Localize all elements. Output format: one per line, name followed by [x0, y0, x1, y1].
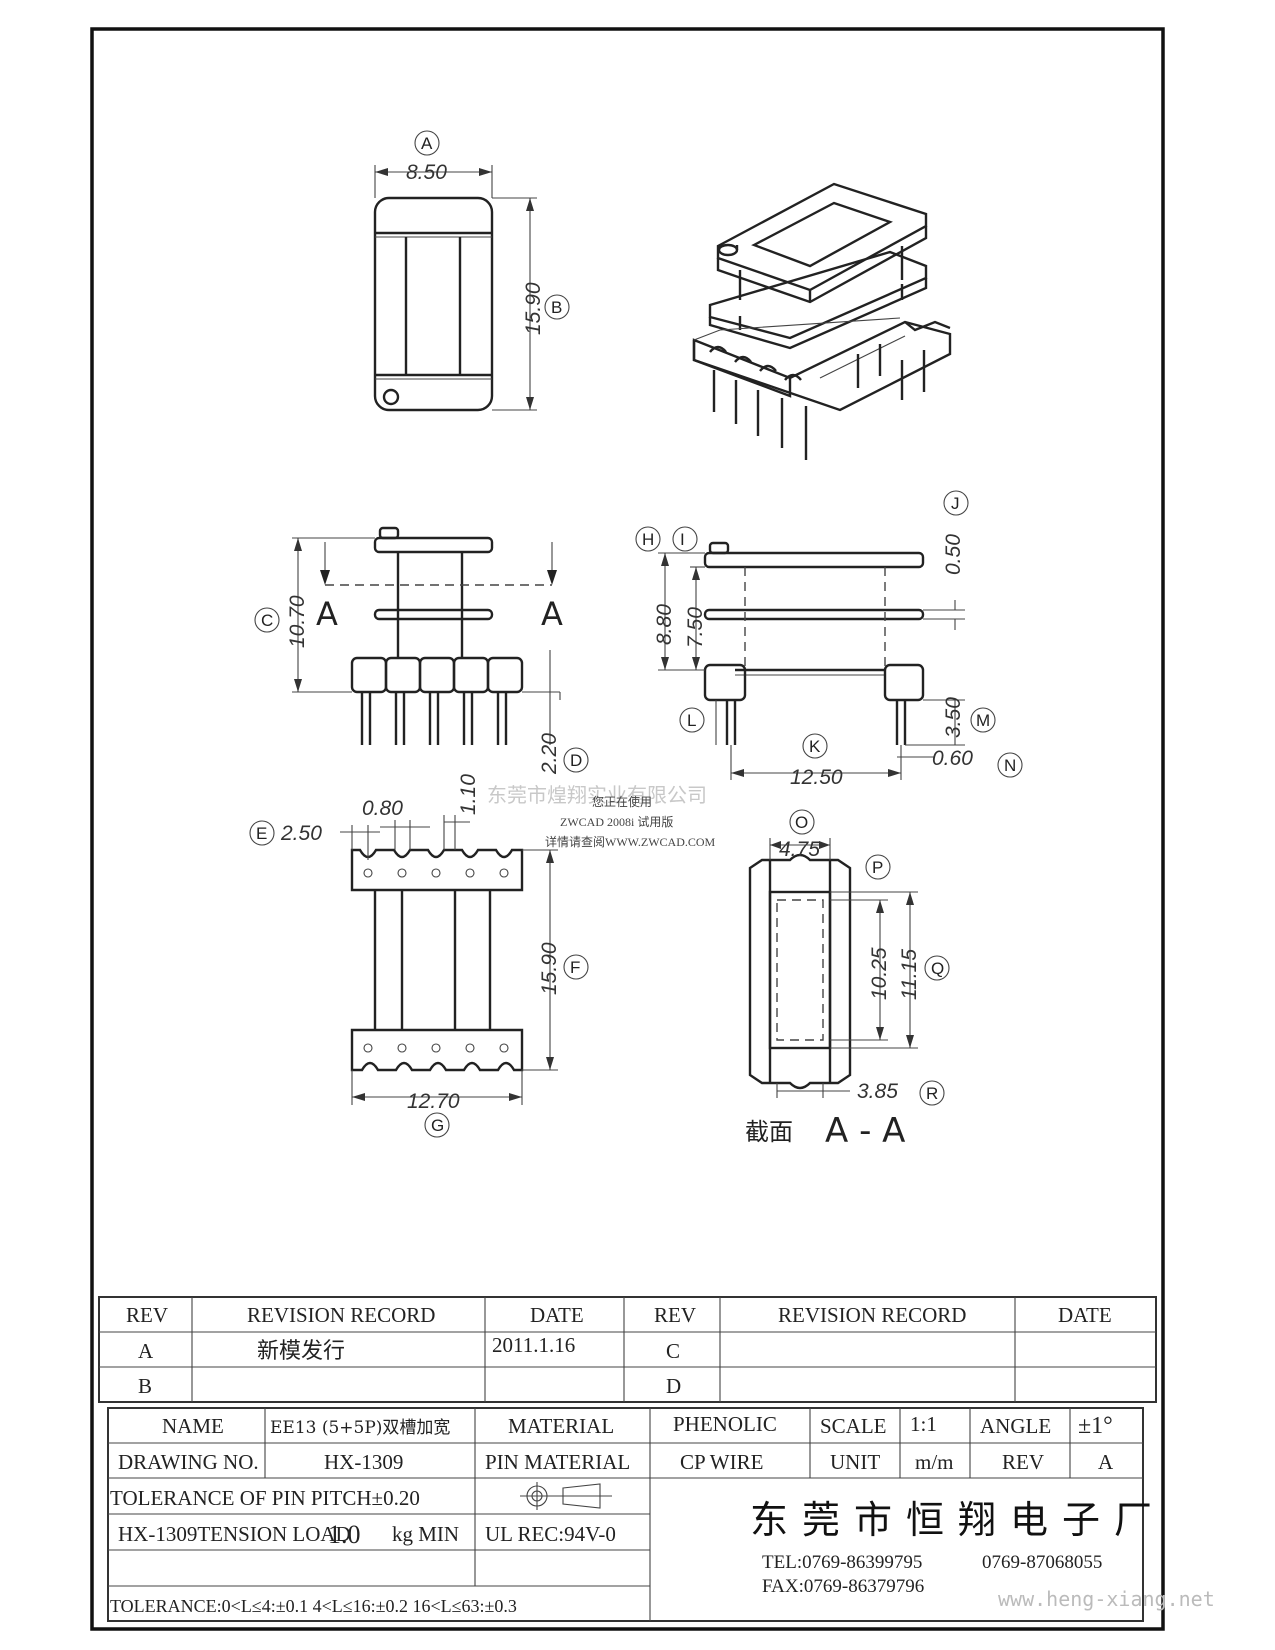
angle-label: ANGLE	[980, 1414, 1051, 1438]
tension-load: HX-1309TENSION LOAD	[118, 1522, 351, 1546]
watermark-company: 东莞市煌翔实业有限公司	[487, 783, 707, 807]
date-header-2: DATE	[1058, 1303, 1112, 1327]
dim-p-value: 10.25	[868, 947, 891, 1000]
sheet-border	[90, 27, 1165, 1631]
name-label: NAME	[162, 1414, 224, 1438]
rev-header-2: REV	[654, 1303, 696, 1327]
label-l: L	[687, 711, 696, 730]
dim-q-value: 11.15	[898, 949, 921, 1000]
title-block: NAME EE13 (5+5P)双槽加宽 MATERIAL PHENOLIC S…	[107, 1407, 1215, 1622]
dim-i-value: 7.50	[684, 607, 707, 648]
front-view: A A 10.70 C 2.20 D	[254, 526, 589, 775]
name-value: EE13 (5+5P)双槽加宽	[270, 1418, 450, 1438]
label-e: E	[256, 824, 267, 843]
label-j: J	[951, 494, 960, 513]
section-caption-id: A - A	[825, 1111, 905, 1151]
label-o: O	[795, 813, 808, 832]
label-d: D	[570, 751, 582, 770]
ul-rec: UL REC:94V-0	[485, 1522, 616, 1546]
section-arrow-left: A	[316, 595, 338, 633]
dim-b-value: 15.90	[522, 282, 545, 335]
tension-value: 1.0	[328, 1520, 361, 1549]
company-tel: TEL:0769-86399795	[762, 1552, 922, 1573]
rev-c: C	[666, 1339, 680, 1363]
label-f: F	[570, 958, 580, 977]
label-h: H	[642, 530, 654, 549]
rev-header-1: REV	[126, 1303, 168, 1327]
angle-value: ±1°	[1078, 1413, 1113, 1439]
bottom-view: 15.90 F 12.70 G 2.50 E 0.80 1.10	[249, 774, 589, 1138]
dim-e-small: 1.10	[457, 774, 480, 815]
tolerance-text: TOLERANCE:0<L≤4:±0.1 4<L≤16:±0.2 16<L≤63…	[110, 1596, 517, 1616]
label-c: C	[261, 611, 273, 630]
pin-material-value: CP WIRE	[680, 1450, 763, 1474]
section-arrow-right: A	[541, 595, 563, 633]
dim-h-value: 8.80	[653, 604, 676, 645]
unit-value: m/m	[915, 1450, 954, 1474]
dim-e-value: 2.50	[280, 822, 322, 845]
label-a: A	[421, 134, 433, 153]
pin-material-label: PIN MATERIAL	[485, 1450, 630, 1474]
rev-value: A	[1098, 1450, 1114, 1474]
label-k: K	[809, 737, 821, 756]
watermark: 东莞市煌翔实业有限公司 您正在使用 ZWCAD 2008i 试用版 详情请查阅W…	[487, 783, 716, 849]
section-a-a-view: 4.75 O 10.25 P 11.15 Q 3.85 R 截面 A - A	[745, 809, 950, 1151]
material-value: PHENOLIC	[673, 1412, 777, 1436]
scale-label: SCALE	[820, 1414, 887, 1438]
company-website: www.heng-xiang.net	[998, 1587, 1215, 1611]
watermark-line3: 详情请查阅WWW.ZWCAD.COM	[545, 834, 716, 849]
revision-table: REV REVISION RECORD DATE REV REVISION RE…	[98, 1296, 1157, 1403]
drawing-label: DRAWING NO.	[118, 1450, 259, 1474]
date-header-1: DATE	[530, 1303, 584, 1327]
rev-a-record: 新模发行	[257, 1339, 345, 1364]
company-name: 东莞市恒翔电子厂	[750, 1498, 1166, 1542]
dim-f-value: 15.90	[538, 942, 561, 995]
dim-j-value: 0.50	[942, 534, 965, 575]
label-i: I	[680, 530, 685, 549]
tension-unit: kg MIN	[392, 1522, 459, 1546]
rev-b: B	[138, 1374, 152, 1398]
watermark-line1: 您正在使用	[592, 794, 652, 809]
side-view: 8.80 H 7.50 I 0.50 J 3.50 M 12.50 K	[635, 490, 1023, 789]
dim-r-value: 3.85	[857, 1080, 898, 1103]
label-g: G	[431, 1116, 444, 1135]
dim-a-value: 8.50	[406, 161, 447, 184]
label-p: P	[872, 858, 883, 877]
dim-e-pitch: 0.80	[362, 797, 403, 820]
unit-label: UNIT	[830, 1450, 880, 1474]
top-view: 8.50 A 15.90 B	[373, 130, 570, 412]
dim-c-value: 10.70	[286, 595, 309, 648]
label-q: Q	[931, 959, 944, 978]
isometric-view	[692, 182, 952, 460]
dim-g-value: 12.70	[407, 1090, 460, 1113]
label-b: B	[551, 298, 562, 317]
dim-n-value: 0.60	[932, 747, 973, 770]
rev-record-header-1: REVISION RECORD	[247, 1303, 435, 1327]
rev-d: D	[666, 1374, 681, 1398]
label-m: M	[976, 711, 990, 730]
dim-d-value: 2.20	[538, 733, 561, 775]
label-r: R	[926, 1084, 938, 1103]
company-fax: FAX:0769-86379796	[762, 1576, 924, 1597]
section-caption-cn: 截面	[745, 1118, 793, 1146]
dim-k-value: 12.50	[790, 766, 843, 789]
scale-value: 1:1	[910, 1412, 937, 1436]
company-tel2: 0769-87068055	[982, 1552, 1102, 1573]
tolerance-pitch: TOLERANCE OF PIN PITCH±0.20	[110, 1486, 420, 1510]
rev-label: REV	[1002, 1450, 1044, 1474]
label-n: N	[1004, 756, 1016, 775]
material-label: MATERIAL	[508, 1414, 614, 1438]
rev-a: A	[138, 1339, 154, 1363]
drawing-value: HX-1309	[324, 1450, 403, 1474]
dim-m-value: 3.50	[942, 697, 965, 738]
projection-symbol-icon	[520, 1482, 612, 1510]
rev-a-date: 2011.1.16	[492, 1333, 575, 1357]
dim-o-value: 4.75	[779, 838, 820, 861]
rev-record-header-2: REVISION RECORD	[778, 1303, 966, 1327]
watermark-line2: ZWCAD 2008i 试用版	[560, 814, 673, 829]
